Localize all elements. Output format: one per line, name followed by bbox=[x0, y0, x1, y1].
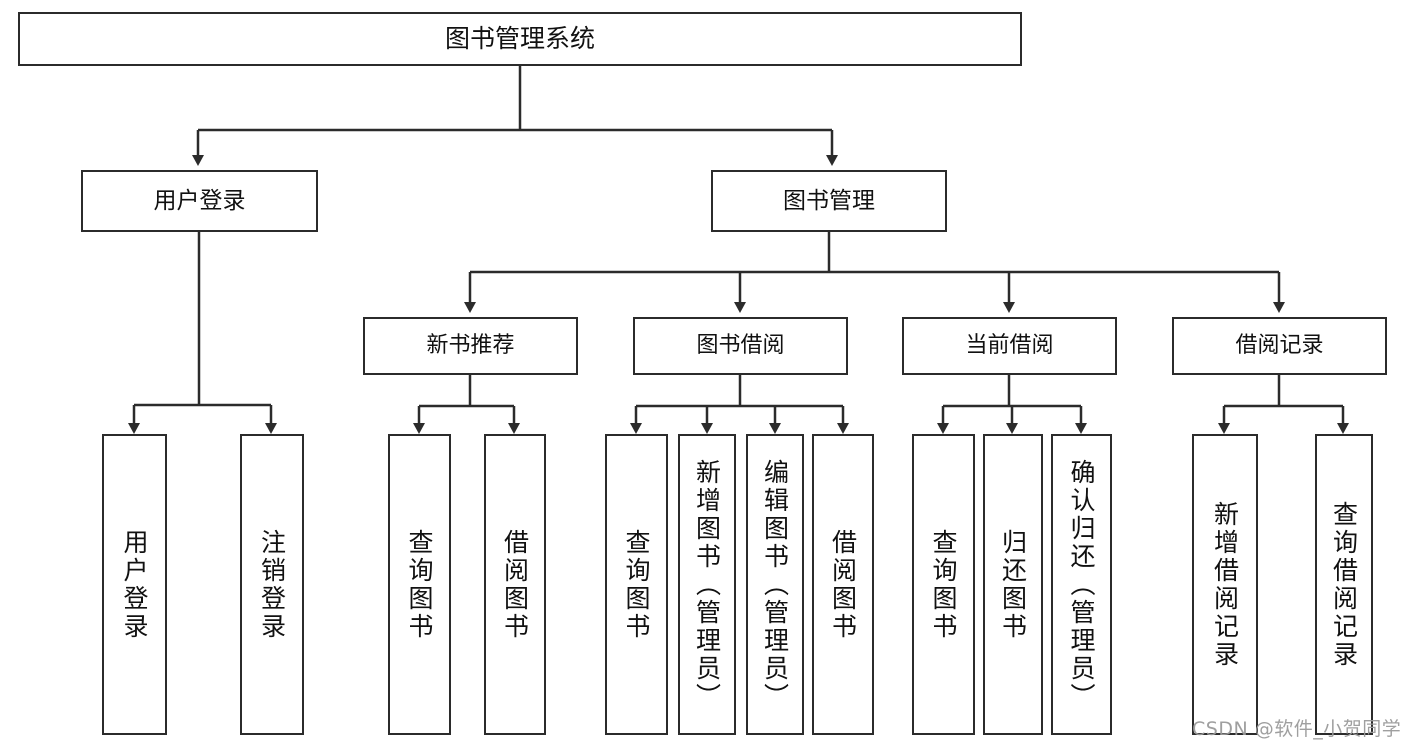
node-borrow-record[interactable]: 借阅记录 bbox=[1172, 317, 1387, 375]
leaf-recommend-query-book[interactable]: 查询图书 bbox=[388, 434, 451, 735]
node-current-borrow[interactable]: 当前借阅 bbox=[902, 317, 1117, 375]
leaf-record-query-record[interactable]: 查询借阅记录 bbox=[1315, 434, 1373, 735]
node-label: 用户登录 bbox=[120, 528, 149, 641]
watermark-credit: CSDN @软件_小贺同学 bbox=[1192, 714, 1401, 741]
node-book-borrow[interactable]: 图书借阅 bbox=[633, 317, 848, 375]
leaf-user-login-logout[interactable]: 注销登录 bbox=[240, 434, 304, 735]
node-label: 新书推荐 bbox=[426, 333, 515, 359]
leaf-current-query-book[interactable]: 查询图书 bbox=[912, 434, 975, 735]
node-label: 借阅记录 bbox=[1235, 333, 1324, 359]
leaf-borrow-query-book[interactable]: 查询图书 bbox=[605, 434, 668, 735]
node-label: 注销登录 bbox=[257, 528, 287, 641]
node-label: 借阅图书 bbox=[500, 528, 530, 641]
node-label: 编辑图书（管理员） bbox=[760, 458, 790, 711]
leaf-borrow-add-book-admin[interactable]: 新增图书（管理员） bbox=[678, 434, 736, 735]
leaf-recommend-borrow-book[interactable]: 借阅图书 bbox=[484, 434, 546, 735]
node-root-system[interactable]: 图书管理系统 bbox=[18, 12, 1022, 66]
node-label: 图书管理系统 bbox=[444, 23, 595, 53]
node-label: 确认归还（管理员） bbox=[1067, 458, 1096, 711]
node-label: 当前借阅 bbox=[965, 333, 1054, 359]
node-label: 借阅图书 bbox=[828, 528, 858, 641]
leaf-borrow-borrow-book[interactable]: 借阅图书 bbox=[812, 434, 874, 735]
node-label: 用户登录 bbox=[153, 187, 246, 214]
node-new-book-recommend[interactable]: 新书推荐 bbox=[363, 317, 578, 375]
node-label: 查询图书 bbox=[929, 528, 958, 641]
node-label: 图书借阅 bbox=[696, 333, 785, 359]
node-book-management[interactable]: 图书管理 bbox=[711, 170, 947, 232]
node-label: 查询借阅记录 bbox=[1329, 500, 1359, 669]
node-user-login[interactable]: 用户登录 bbox=[81, 170, 318, 232]
node-label: 新增图书（管理员） bbox=[692, 458, 722, 711]
leaf-current-return-book[interactable]: 归还图书 bbox=[983, 434, 1043, 735]
watermark-text: CSDN @软件_小贺同学 bbox=[1192, 718, 1402, 740]
leaf-current-confirm-return-admin[interactable]: 确认归还（管理员） bbox=[1051, 434, 1112, 735]
node-label: 查询图书 bbox=[622, 528, 651, 641]
node-label: 图书管理 bbox=[783, 187, 875, 214]
node-label: 查询图书 bbox=[405, 528, 434, 641]
node-label: 新增借阅记录 bbox=[1210, 500, 1240, 669]
leaf-user-login-login[interactable]: 用户登录 bbox=[102, 434, 167, 735]
node-label: 归还图书 bbox=[998, 528, 1028, 641]
leaf-borrow-edit-book-admin[interactable]: 编辑图书（管理员） bbox=[746, 434, 804, 735]
leaf-record-add-record[interactable]: 新增借阅记录 bbox=[1192, 434, 1258, 735]
